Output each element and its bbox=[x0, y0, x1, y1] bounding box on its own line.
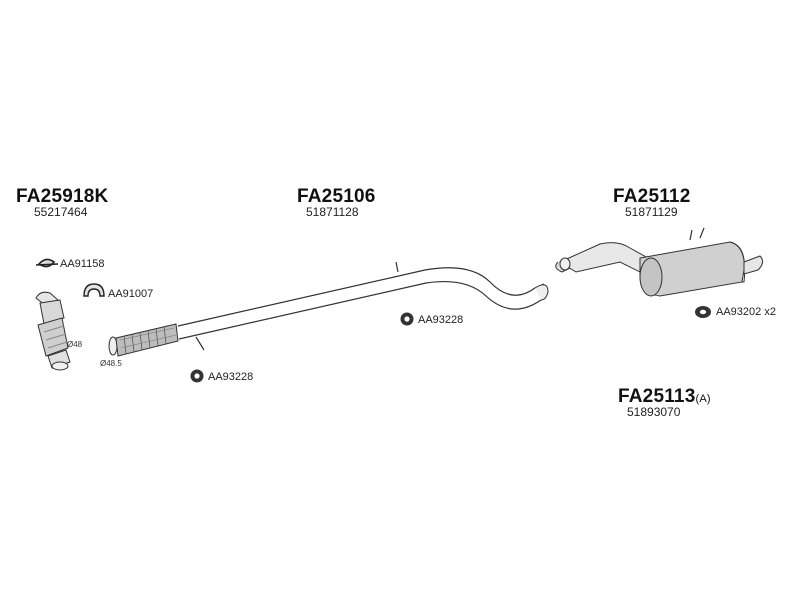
catalyst-oem-number: 55217464 bbox=[34, 205, 88, 219]
middle-pipe bbox=[108, 261, 549, 357]
alt-rear-code-text: FA25113 bbox=[618, 386, 696, 407]
hanger-front-label: AA93228 bbox=[208, 371, 254, 383]
clamp-small-part bbox=[35, 258, 59, 268]
diameter-48-label: Ø48 bbox=[67, 340, 83, 349]
hanger-front-part bbox=[190, 369, 204, 383]
hanger-rear-label: AA93202 x2 bbox=[716, 306, 776, 318]
clamp-u-label: AA91007 bbox=[108, 288, 154, 300]
hanger-rear-part bbox=[695, 306, 711, 318]
hanger-mid-label: AA93228 bbox=[418, 314, 464, 326]
hanger-mid-part bbox=[400, 312, 414, 326]
alt-rear-part-code: FA25113(A) bbox=[618, 386, 711, 408]
middle-pipe-oem-number: 51871128 bbox=[306, 205, 359, 219]
middle-pipe-part-code: FA25106 bbox=[297, 186, 376, 207]
catalytic-converter bbox=[35, 291, 71, 371]
diameter-48-5-label: Ø48.5 bbox=[100, 359, 122, 368]
clamp-small-label: AA91158 bbox=[60, 258, 105, 270]
alt-rear-suffix: (A) bbox=[695, 393, 711, 405]
alt-rear-oem-number: 51893070 bbox=[627, 405, 681, 419]
rear-silencer bbox=[555, 227, 764, 297]
rear-silencer-part-code: FA25112 bbox=[613, 186, 691, 207]
clamp-u-part bbox=[83, 283, 105, 297]
catalyst-part-code: FA25918K bbox=[16, 186, 109, 207]
rear-silencer-oem-number: 51871129 bbox=[625, 205, 678, 219]
